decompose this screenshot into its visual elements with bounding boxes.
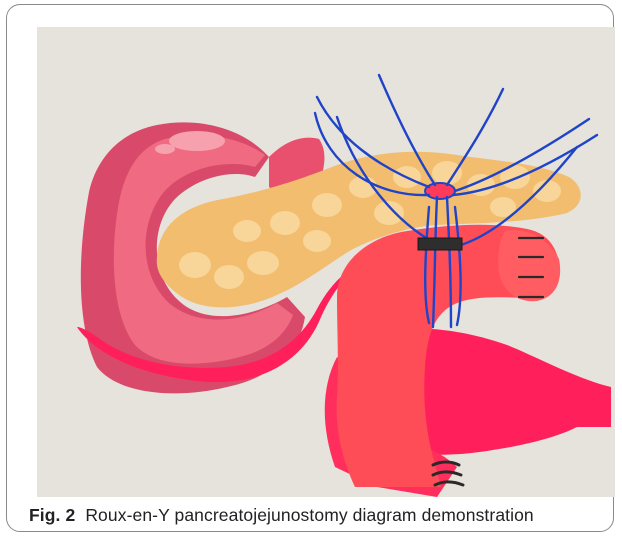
caption-label: Fig. 2 xyxy=(29,505,75,525)
diagram-canvas xyxy=(37,27,615,497)
caption-text: Roux-en-Y pancreatojejunostomy diagram d… xyxy=(85,505,533,525)
figure-caption: Fig. 2 Roux-en-Y pancreatojejunostomy dia… xyxy=(29,505,534,526)
duodenum-highlight-2 xyxy=(155,144,175,154)
duodenum-highlight xyxy=(169,131,225,151)
pancreatic-duct-opening xyxy=(425,183,455,199)
pancreatojejunostomy-diagram xyxy=(37,27,615,497)
figure-frame: Fig. 2 Roux-en-Y pancreatojejunostomy dia… xyxy=(6,4,614,532)
suture-tie-band xyxy=(418,238,462,250)
